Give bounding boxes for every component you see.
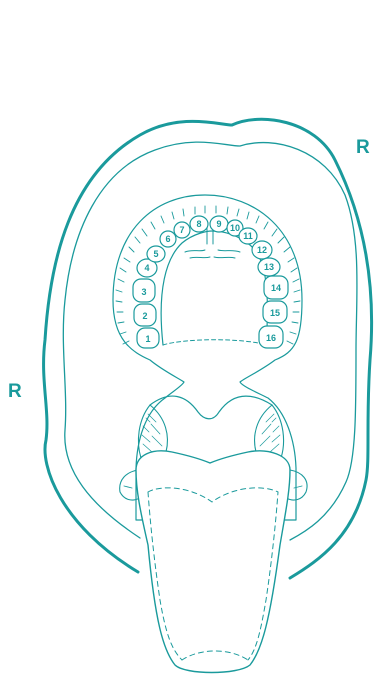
tooth-11-label: 11: [243, 231, 253, 241]
tooth-14-label: 14: [271, 283, 281, 293]
tooth-12: 12: [252, 241, 272, 259]
left-side-label: R: [8, 381, 22, 402]
tooth-14: 14: [264, 276, 288, 299]
tooth-7-label: 7: [179, 225, 184, 235]
tooth-3: 3: [133, 279, 155, 302]
right-lip-corner-mark: [294, 486, 302, 488]
tooth-13: 13: [258, 258, 280, 276]
palate-rugae: [185, 250, 240, 258]
tooth-9-label: 9: [216, 219, 221, 229]
left-lip-corner-mark: [124, 486, 132, 488]
tooth-16-label: 16: [266, 333, 276, 343]
tooth-2: 2: [134, 304, 156, 326]
tooth-8-label: 8: [196, 219, 201, 229]
tooth-8: 8: [190, 216, 208, 232]
tooth-7: 7: [174, 222, 190, 238]
tooth-5-label: 5: [153, 249, 158, 259]
tooth-11: 11: [239, 228, 257, 244]
tooth-6: 6: [160, 231, 176, 247]
tooth-6-label: 6: [165, 234, 170, 244]
tongue-outline: [136, 451, 290, 673]
tooth-10-label: 10: [230, 223, 240, 233]
teeth-group: 1 2 3 4 5 6 7 8: [133, 216, 288, 348]
right-tonsil-shading: [260, 414, 280, 452]
tooth-4-label: 4: [144, 263, 149, 273]
tooth-15: 15: [263, 301, 287, 323]
soft-palate-arch: [150, 396, 272, 419]
tooth-2-label: 2: [142, 311, 147, 321]
palate-back-line: [163, 340, 266, 345]
tooth-15-label: 15: [270, 308, 280, 318]
tooth-5: 5: [147, 246, 165, 262]
tooth-1: 1: [137, 328, 159, 348]
palate-outline: [161, 231, 267, 345]
tooth-13-label: 13: [264, 262, 274, 272]
tooth-16: 16: [259, 326, 283, 348]
tooth-3-label: 3: [141, 287, 146, 297]
tooth-1-label: 1: [145, 334, 150, 344]
tooth-9: 9: [210, 216, 228, 232]
left-tonsil-shading: [142, 414, 162, 452]
palate-midline: [207, 228, 213, 244]
right-side-label: R: [356, 137, 370, 158]
tooth-12-label: 12: [257, 245, 267, 255]
